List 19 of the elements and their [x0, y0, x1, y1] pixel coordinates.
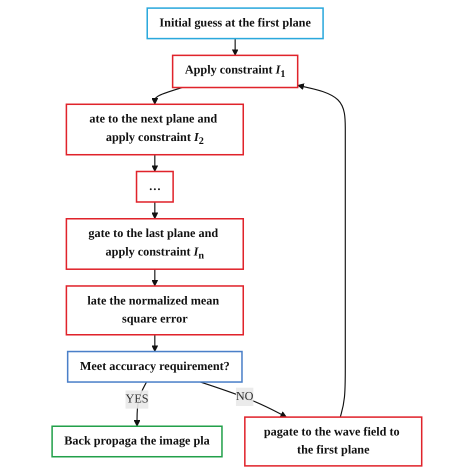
arrow [200, 381, 287, 418]
node-box: Meet accuracy requirement? [67, 350, 243, 383]
node-box: Apply constraint I$_{1}$ [172, 54, 299, 88]
arrow [134, 382, 148, 427]
node-box: Initial guess at the first plane [146, 7, 324, 40]
arrow [297, 83, 346, 418]
edge-label: YES [126, 392, 149, 406]
node-box: late the normalized mean square error [66, 285, 244, 336]
node-box: … [136, 170, 174, 203]
edge-label: NO [236, 390, 254, 403]
arrow [152, 269, 158, 286]
node-box: pagate to the wave field to the first plane [244, 416, 423, 467]
arrow [152, 154, 158, 172]
node-box: gate to the last plane and apply constraint I$_{n}$ [66, 218, 244, 270]
arrow [152, 202, 158, 220]
arrow [232, 38, 239, 56]
node-box: ate to the next plane and apply constraint I$_{2}$ [66, 104, 244, 156]
node-box: Back propaga the image pla [51, 425, 223, 458]
arrow [152, 334, 158, 352]
